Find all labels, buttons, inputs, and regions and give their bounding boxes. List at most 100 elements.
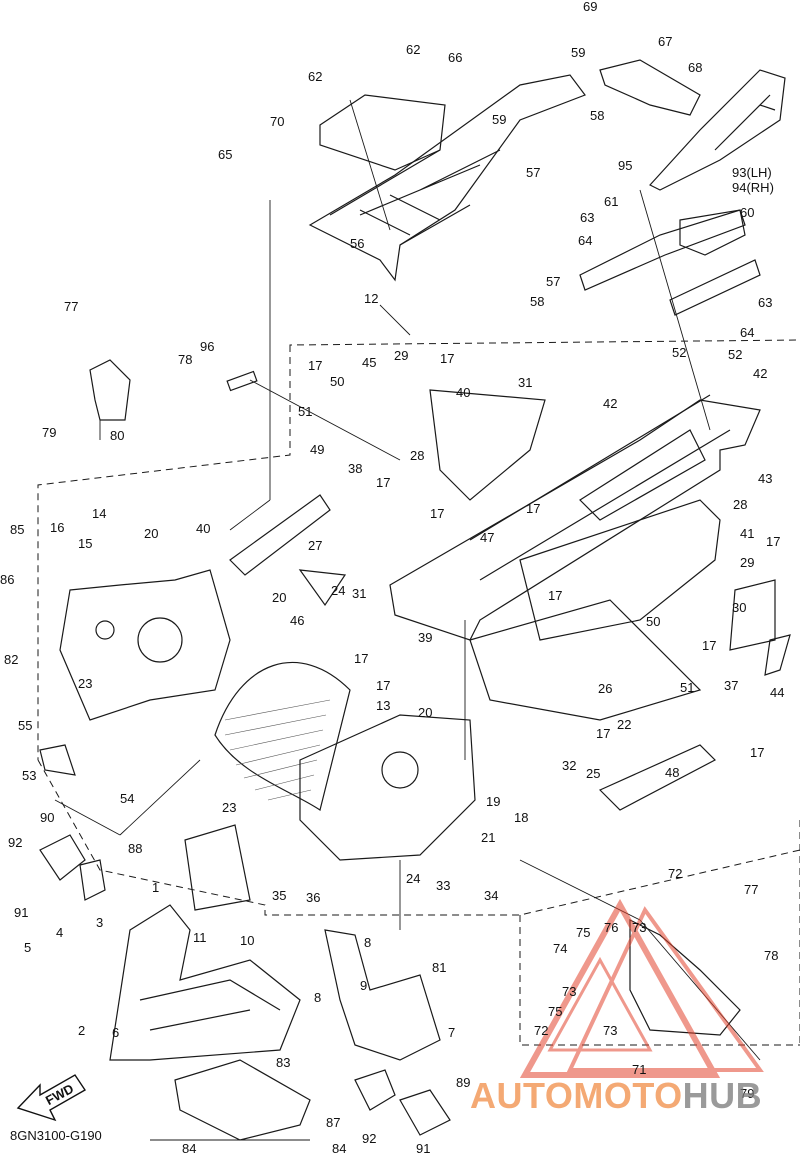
callout: 76 [604,920,618,935]
front-guard-part [184,824,251,911]
callout: 4 [56,925,63,940]
callout: 82 [4,652,18,667]
callout: 69 [583,0,597,14]
callout: 92 [362,1131,376,1146]
callout: 1 [152,880,159,895]
callout: 78 [178,352,192,367]
callout: 17 [376,475,390,490]
label-rh: 94(RH) [732,180,774,195]
side-labels: 93(LH) 94(RH) [732,165,774,195]
watermark-part1: AUTOMOTO [470,1075,683,1116]
callout: 50 [330,374,344,389]
callout: 73 [603,1023,617,1038]
rear-frame-part [308,74,586,282]
callout: 90 [40,810,54,825]
diagram-code: 8GN3100-G190 [10,1128,102,1143]
label-lh: 93(LH) [732,165,772,180]
callout: 17 [440,351,454,366]
callout: 6 [112,1025,119,1040]
callout: 92 [8,835,22,850]
callout: 62 [308,69,322,84]
callout: 23 [78,676,92,691]
callout: 42 [753,366,767,381]
callout: 17 [548,588,562,603]
callout: 66 [448,50,462,65]
callout: 13 [376,698,390,713]
callout: 64 [578,233,592,248]
callout: 84 [332,1141,346,1156]
callout: 50 [646,614,660,629]
group-outlines [37,339,800,1046]
callout: 86 [0,572,14,587]
callout: 9 [360,978,367,993]
watermark-part2: HUB [682,1075,763,1116]
callout: 34 [484,888,498,903]
callout: 23 [222,800,236,815]
callout: 45 [362,355,376,370]
callout: 15 [78,536,92,551]
callout: 68 [688,60,702,75]
callout: 84 [182,1141,196,1156]
callout: 57 [546,274,560,289]
callout: 73 [632,920,646,935]
callout: 21 [481,830,495,845]
seat-plate-part [319,94,446,171]
callout: 17 [596,726,610,741]
callout: 16 [50,520,64,535]
callout: 95 [618,158,632,173]
callout: 31 [352,586,366,601]
callout: 30 [732,600,746,615]
callout: 29 [394,348,408,363]
callout: 51 [680,680,694,695]
main-tunnel-part [389,394,761,641]
callout: 25 [586,766,600,781]
callout: 75 [576,925,590,940]
callout: 40 [196,521,210,536]
callout: 54 [120,791,134,806]
right-panel-part [519,499,721,641]
callout: 17 [376,678,390,693]
rear-bracket-part [599,59,701,116]
callout: 11 [193,930,207,945]
callout: 39 [418,630,432,645]
callout: 44 [770,685,784,700]
callout: 17 [526,501,540,516]
callout: 77 [744,882,758,897]
callout: 53 [22,768,36,783]
callout: 52 [728,347,742,362]
callout: 85 [10,522,24,537]
callout: 62 [406,42,420,57]
callout: 24 [331,583,345,598]
lower-side-panels [229,494,717,811]
watermark-logo [519,898,764,1078]
callout: 89 [456,1075,470,1090]
callout: 61 [604,194,618,209]
callout: 88 [128,841,142,856]
callout: 12 [364,291,378,306]
callout: 70 [270,114,284,129]
callout: 35 [272,888,286,903]
callout: 75 [548,1004,562,1019]
callout: 72 [534,1023,548,1038]
callout: 91 [14,905,28,920]
callout: 24 [406,871,420,886]
callout: 33 [436,878,450,893]
callout: 65 [218,147,232,162]
callout: 17 [354,651,368,666]
callout: 20 [272,590,286,605]
callout: 7 [448,1025,455,1040]
watermark-text: AUTOMOTOHUB [470,1075,762,1117]
callout: 37 [724,678,738,693]
callout: 17 [766,534,780,549]
callout: 18 [514,810,528,825]
callout: 19 [486,794,500,809]
callout: 64 [740,325,754,340]
callout: 46 [290,613,304,628]
callout: 20 [144,526,158,541]
callout: 10 [240,933,254,948]
callout: 8 [364,935,371,950]
callout: 31 [518,375,532,390]
right-front-frame-part [299,714,476,861]
callout: 58 [530,294,544,309]
